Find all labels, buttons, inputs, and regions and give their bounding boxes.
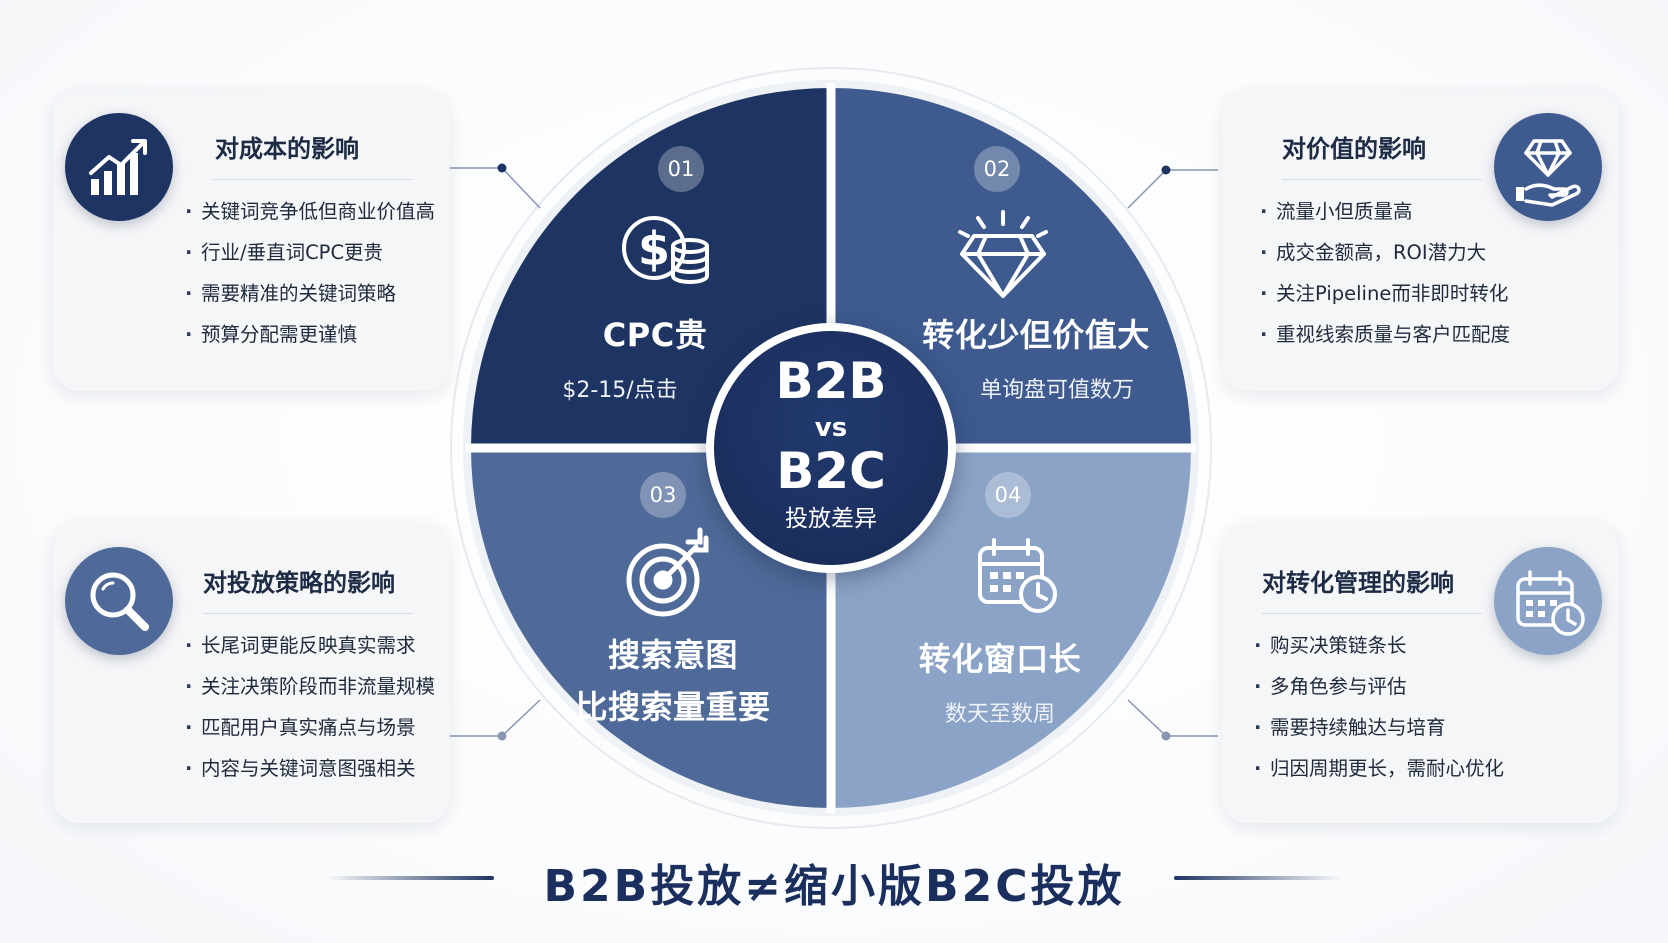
quadrant-01-title: CPC贵 <box>602 316 708 354</box>
connector-dot-cost <box>497 163 507 173</box>
calendar-clock-icon <box>1516 570 1585 636</box>
footer-line-left <box>326 876 494 880</box>
quadrant-03-title-line1: 搜索意图 <box>607 636 738 674</box>
card-cost-list: 关键词竞争低但商业价值高 行业/垂直词CPC更贵 需要精准的关键词策略 预算分配… <box>185 191 435 355</box>
quadrant-02-title: 转化少但价值大 <box>922 316 1150 354</box>
quadrant-01 <box>471 88 831 448</box>
center-vs: vs <box>814 413 848 443</box>
quadrant-02-text: 转化少但价值大 <box>905 310 1167 356</box>
list-item: 关注决策阶段而非流量规模 <box>185 666 435 707</box>
magnifier-icon <box>90 572 149 631</box>
quadrant-04-number: 04 <box>985 472 1031 518</box>
card-strategy-title: 对投放策略的影响 <box>203 569 395 597</box>
svg-text:$: $ <box>638 222 670 276</box>
card-conversion-list: 购买决策链条长 多角色参与评估 需要持续触达与培育 归因周期更长，需耐心优化 <box>1254 625 1504 789</box>
outer-ring <box>450 67 1212 829</box>
footer-tagline: B2B投放≠缩小版B2C投放 <box>543 861 1125 912</box>
list-item: 关注Pipeline而非即时转化 <box>1260 273 1510 314</box>
list-item: 内容与关键词意图强相关 <box>185 748 435 789</box>
list-item: 流量小但质量高 <box>1260 191 1510 232</box>
target-icon <box>626 527 709 617</box>
quadrant-01-number: 01 <box>658 146 704 192</box>
diamond-icon <box>958 210 1048 298</box>
card-strategy-list: 长尾词更能反映真实需求 关注决策阶段而非流量规模 匹配用户真实痛点与场景 内容与… <box>185 625 435 789</box>
center-b2c: B2C <box>776 442 886 500</box>
connector-conversion <box>1127 699 1218 737</box>
connector-dots <box>497 163 1171 741</box>
quadrant-03 <box>471 448 831 808</box>
conversion-badge <box>1494 547 1602 655</box>
list-item: 需要精准的关键词策略 <box>185 273 435 314</box>
card-cost-title: 对成本的影响 <box>215 135 359 163</box>
card-conversion: 对转化管理的影响 购买决策链条长 多角色参与评估 需要持续触达与培育 归因周期更… <box>1222 523 1619 823</box>
connector-strategy <box>450 699 541 737</box>
center-b2b: B2B <box>775 352 887 410</box>
quadrant-01-text: CPC贵 <box>540 310 770 356</box>
card-value-list: 流量小但质量高 成交金额高，ROI潜力大 关注Pipeline而非即时转化 重视… <box>1260 191 1510 355</box>
card-strategy: 对投放策略的影响 长尾词更能反映真实需求 关注决策阶段而非流量规模 匹配用户真实… <box>53 523 450 823</box>
quadrant-02-subtitle: 单询盘可值数万 <box>979 378 1134 403</box>
list-item: 多角色参与评估 <box>1254 666 1504 707</box>
card-value-title: 对价值的影响 <box>1282 135 1426 163</box>
list-item: 匹配用户真实痛点与场景 <box>185 707 435 748</box>
list-item: 归因周期更长，需耐心优化 <box>1254 748 1504 789</box>
connector-dot-conversion <box>1161 731 1171 741</box>
card-value-divider <box>1282 179 1482 180</box>
card-cost: 对成本的影响 关键词竞争低但商业价值高 行业/垂直词CPC更贵 需要精准的关键词… <box>53 91 450 391</box>
quadrant-03-text: 搜索意图 比搜索量重要 <box>565 630 781 728</box>
quadrant-03-title-line2: 比搜索量重要 <box>575 688 771 726</box>
connector-dot-value <box>1161 165 1171 175</box>
connector-value <box>1127 169 1218 209</box>
dollar-coins-icon: $ <box>622 216 709 284</box>
list-item: 成交金额高，ROI潜力大 <box>1260 232 1510 273</box>
list-item: 关键词竞争低但商业价值高 <box>185 191 435 232</box>
quadrant-04-title: 转化窗口长 <box>918 640 1082 678</box>
list-item: 需要持续触达与培育 <box>1254 707 1504 748</box>
center-subtitle: 投放差异 <box>785 506 877 532</box>
list-item: 预算分配需更谨慎 <box>185 314 435 355</box>
connector-cost <box>450 167 541 209</box>
quadrant-03-number: 03 <box>640 472 686 518</box>
quadrant-02-subtitle-wrap: 单询盘可值数万 <box>966 372 1148 404</box>
calendar-clock-icon <box>978 538 1057 613</box>
list-item: 长尾词更能反映真实需求 <box>185 625 435 666</box>
value-badge <box>1494 113 1602 221</box>
connector-dot-strategy <box>497 731 507 741</box>
list-item: 购买决策链条长 <box>1254 625 1504 666</box>
list-item: 重视线索质量与客户匹配度 <box>1260 314 1510 355</box>
cost-badge <box>65 113 173 221</box>
card-conversion-divider <box>1262 613 1482 614</box>
quadrant-02 <box>831 88 1191 448</box>
list-item: 行业/垂直词CPC更贵 <box>185 232 435 273</box>
quadrant-01-subtitle: $2-15/点击 <box>562 378 678 403</box>
quadrant-01-subtitle-wrap: $2-15/点击 <box>540 372 700 404</box>
footer-line-right <box>1174 876 1342 880</box>
bar-chart-up-icon <box>89 139 147 195</box>
hand-diamond-icon <box>1516 139 1581 207</box>
card-strategy-divider <box>203 613 413 614</box>
quadrant-02-number: 02 <box>974 146 1020 192</box>
quadrant-04 <box>831 448 1191 808</box>
card-conversion-title: 对转化管理的影响 <box>1262 569 1454 597</box>
strategy-badge <box>65 547 173 655</box>
quadrant-04-subtitle: 数天至数周 <box>944 702 1055 727</box>
center-disc: B2B vs B2C 投放差异 <box>706 323 956 573</box>
card-cost-divider <box>213 179 413 180</box>
card-value: 对价值的影响 流量小但质量高 成交金额高，ROI潜力大 关注Pipeline而非… <box>1222 91 1619 391</box>
quadrant-04-text: 转化窗口长 数天至数周 <box>900 634 1100 728</box>
